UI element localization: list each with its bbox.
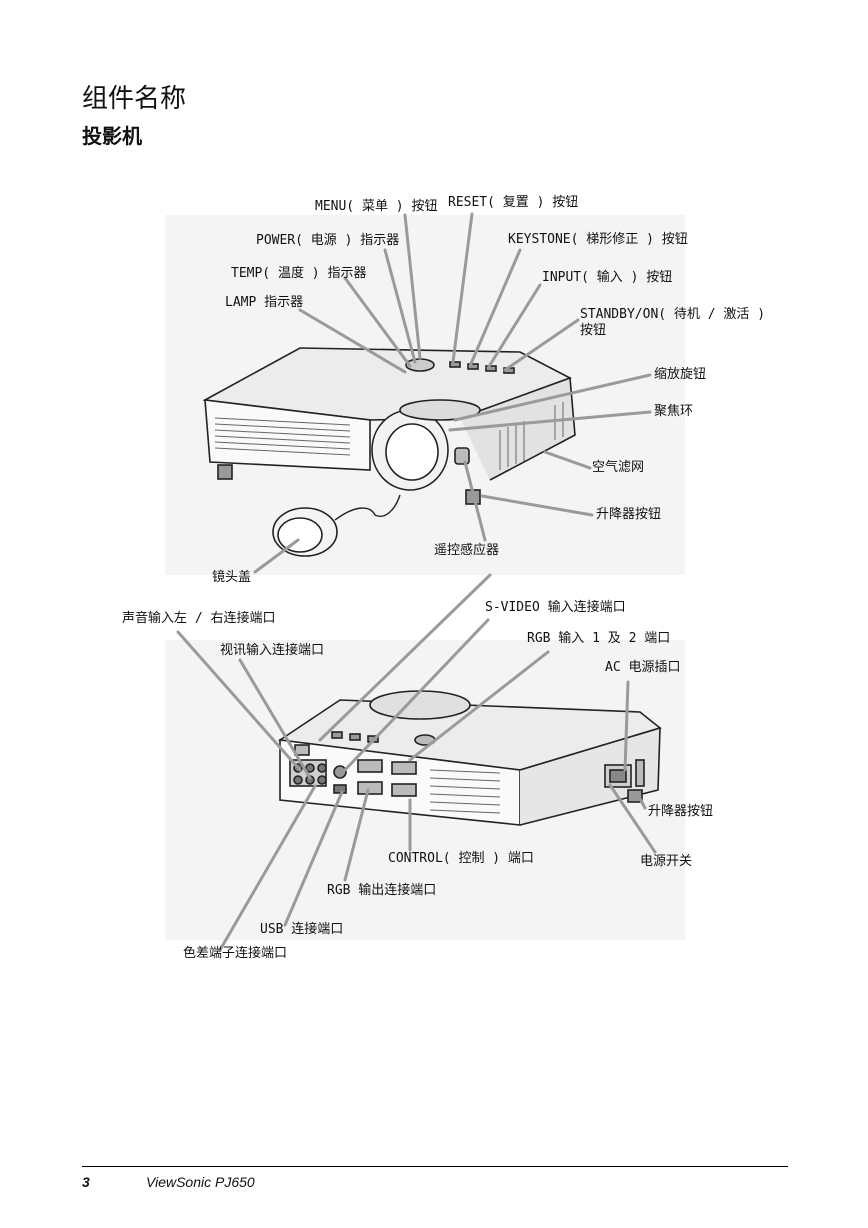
label-reset-button: RESET( 复置 ) 按钮 [448, 195, 579, 210]
label-rgb-output-port: RGB 输出连接端口 [327, 883, 437, 898]
label-standby-button-line2: 按钮 [580, 323, 607, 338]
label-audio-input-port: 声音输入左 / 右连接端口 [122, 611, 276, 626]
product-name: ViewSonic PJ650 [146, 1174, 255, 1190]
label-component-port: 色差端子连接端口 [183, 946, 288, 961]
label-lamp-indicator: LAMP 指示器 [225, 295, 304, 310]
label-usb-port: USB 连接端口 [260, 922, 344, 937]
label-rgb-input-port: RGB 输入 1 及 2 端口 [527, 631, 671, 646]
label-keystone-button: KEYSTONE( 梯形修正 ) 按钮 [508, 232, 688, 247]
projector-front-illustration [202, 347, 576, 557]
label-input-button: INPUT( 输入 ) 按钮 [542, 270, 673, 285]
section-subtitle: 投影机 [82, 124, 142, 148]
bottom-callout-lines [176, 573, 657, 952]
label-zoom-knob: 缩放旋钮 [654, 367, 707, 382]
label-focus-ring: 聚焦环 [654, 404, 694, 419]
footer-divider [82, 1166, 788, 1167]
label-remote-sensor: 遥控感应器 [434, 543, 500, 558]
projector-rear-illustration [277, 690, 662, 826]
top-callout-lines [253, 212, 652, 574]
label-lens-cap: 镜头盖 [212, 570, 252, 585]
label-control-port: CONTROL( 控制 ) 端口 [388, 851, 534, 866]
label-ac-inlet: AC 电源插口 [605, 660, 681, 675]
label-standby-button-line1: STANDBY/ON( 待机 / 激活 ) [580, 307, 766, 322]
label-svideo-port: S-VIDEO 输入连接端口 [485, 600, 626, 615]
label-elevator-button-front: 升降器按钮 [596, 507, 662, 522]
section-title: 组件名称 [82, 84, 187, 114]
label-power-indicator: POWER( 电源 ) 指示器 [256, 233, 400, 248]
label-power-switch: 电源开关 [640, 854, 693, 869]
label-temp-indicator: TEMP( 温度 ) 指示器 [231, 266, 367, 281]
label-menu-button: MENU( 菜单 ) 按钮 [315, 199, 438, 214]
label-elevator-button-rear: 升降器按钮 [648, 804, 714, 819]
label-air-filter: 空气滤网 [592, 460, 645, 475]
label-video-input-port: 视讯输入连接端口 [220, 643, 325, 658]
page-number: 3 [82, 1174, 90, 1190]
